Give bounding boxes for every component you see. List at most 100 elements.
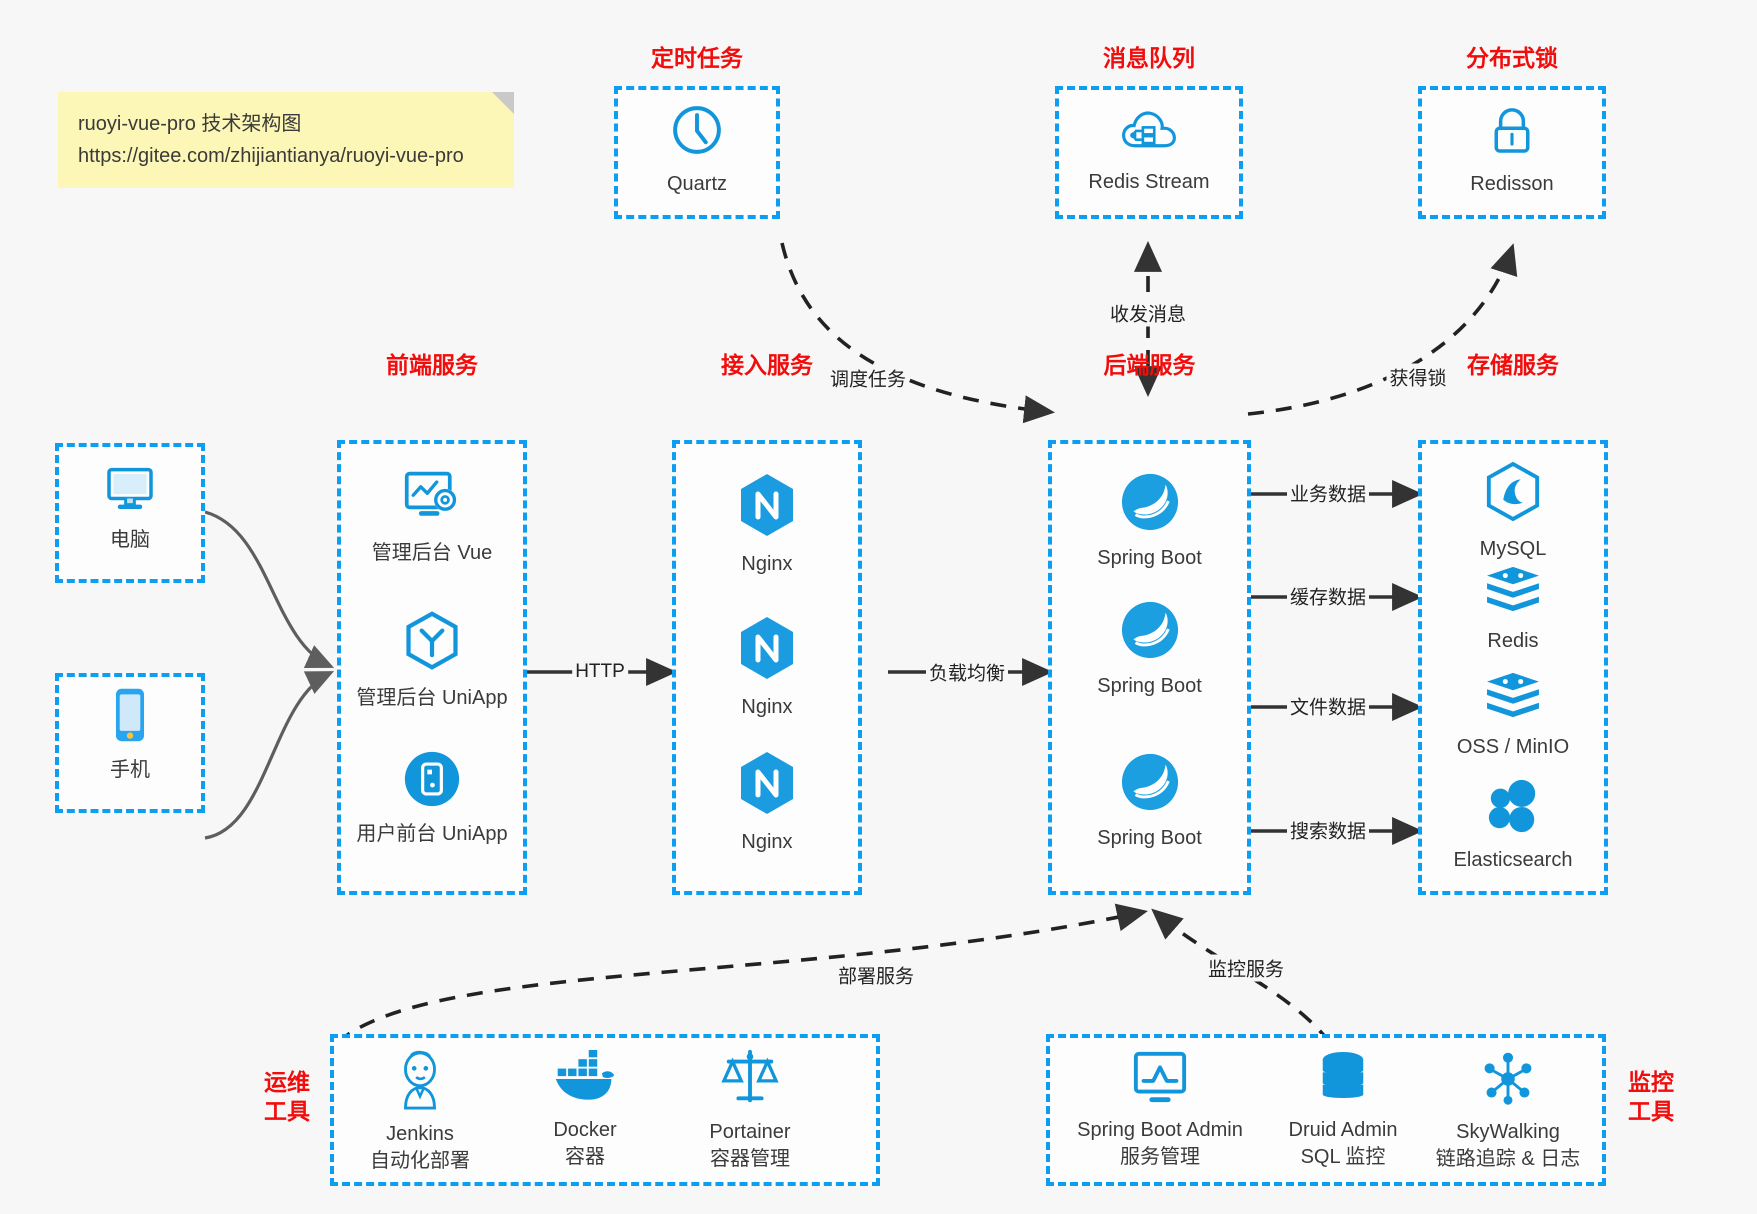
node-label: Elasticsearch: [1453, 849, 1573, 871]
node-label: SkyWalking: [1456, 1121, 1560, 1143]
node-spring-boot-2[interactable]: Spring Boot: [1048, 600, 1251, 699]
node-desktop[interactable]: 电脑: [55, 462, 205, 553]
redis-icon: [1484, 565, 1542, 620]
group-title-storage: 存储服务: [1467, 352, 1559, 378]
group-title-frontend: 前端服务: [386, 352, 478, 378]
node-sublabel: 服务管理: [1120, 1146, 1200, 1168]
node-label: Portainer: [709, 1121, 791, 1143]
group-title-mq: 消息队列: [1103, 45, 1195, 71]
edge-label-monitor-service: 监控服务: [1204, 954, 1288, 982]
spring-boot-icon: [1120, 472, 1180, 537]
node-label: Druid Admin: [1288, 1119, 1398, 1141]
edge-label-search-data: 搜索数据: [1286, 816, 1370, 844]
group-box-mobile-client: [55, 673, 205, 813]
note-line-title: ruoyi-vue-pro 技术架构图: [78, 113, 302, 135]
portainer-scales-icon: [719, 1048, 781, 1113]
sticky-note: ruoyi-vue-pro 技术架构图 https://gitee.com/zh…: [58, 92, 514, 188]
edge-desktop-to-frontend: [204, 510, 335, 668]
node-label: 用户前台 UniApp: [356, 823, 508, 845]
note-fold-corner: [492, 92, 514, 114]
node-admin-vue[interactable]: 管理后台 Vue: [337, 469, 527, 566]
edge-acquire-lock: [1247, 243, 1518, 416]
node-skywalking[interactable]: SkyWalking 链路追踪 & 日志: [1413, 1050, 1603, 1173]
node-label: Jenkins: [386, 1123, 454, 1145]
oss-minio-icon: [1484, 671, 1542, 726]
node-label: Nginx: [741, 553, 793, 575]
nginx-icon: [737, 615, 797, 686]
edge-label-cache-data: 缓存数据: [1286, 582, 1370, 610]
clock-icon: [669, 102, 725, 163]
node-label: 手机: [110, 759, 150, 781]
node-oss-minio[interactable]: OSS / MinIO: [1418, 671, 1608, 760]
node-docker[interactable]: Docker 容器: [505, 1049, 665, 1171]
edge-label-deploy-service: 部署服务: [834, 961, 918, 989]
node-sublabel: SQL 监控: [1300, 1146, 1386, 1168]
mysql-icon: [1484, 461, 1542, 528]
node-sublabel: 自动化部署: [370, 1150, 470, 1172]
group-title-scheduler: 定时任务: [651, 45, 743, 71]
cloud-network-icon: [1121, 104, 1177, 161]
elasticsearch-icon: [1484, 778, 1542, 839]
node-spring-boot-1[interactable]: Spring Boot: [1048, 472, 1251, 571]
edge-schedule-task: [780, 242, 1056, 424]
group-title-monitor: 监控 工具: [1616, 1068, 1686, 1126]
node-label: Spring Boot: [1097, 827, 1202, 849]
note-line-url: https://gitee.com/zhijiantianya/ruoyi-vu…: [78, 145, 464, 167]
mobile-phone-icon: [109, 686, 151, 749]
edge-label-load-balance: 负载均衡: [925, 658, 1009, 686]
node-label: 管理后台 UniApp: [356, 687, 508, 709]
node-admin-uniapp[interactable]: 管理后台 UniApp: [337, 610, 527, 711]
node-redisson[interactable]: Redisson: [1418, 102, 1606, 197]
node-label: Quartz: [666, 173, 728, 195]
node-nginx-3[interactable]: Nginx: [672, 750, 862, 855]
node-spring-boot-3[interactable]: Spring Boot: [1048, 752, 1251, 851]
node-mobile[interactable]: 手机: [55, 686, 205, 783]
node-sublabel: 容器: [565, 1146, 605, 1168]
admin-dashboard-icon: [401, 469, 463, 532]
node-jenkins[interactable]: Jenkins 自动化部署: [340, 1048, 500, 1175]
monitor-title-line2: 工具: [1628, 1097, 1674, 1124]
node-sublabel: 容器管理: [710, 1148, 790, 1170]
node-label: Spring Boot: [1097, 675, 1202, 697]
group-box-mq: [1055, 86, 1243, 219]
nginx-icon: [737, 472, 797, 543]
node-label: 电脑: [110, 529, 150, 551]
nginx-icon: [737, 750, 797, 821]
group-box-devops: [330, 1034, 880, 1186]
jenkins-icon: [390, 1048, 450, 1115]
group-title-lock: 分布式锁: [1466, 45, 1558, 71]
mobile-app-circle-icon: [403, 750, 461, 813]
group-box-desktop-client: [55, 443, 205, 583]
desktop-computer-icon: [102, 462, 158, 519]
node-label: 管理后台 Vue: [371, 542, 493, 564]
node-quartz[interactable]: Quartz: [614, 102, 780, 197]
node-label: Redis Stream: [1088, 171, 1210, 193]
node-label: Spring Boot Admin: [1077, 1119, 1243, 1141]
database-stack-icon: [1316, 1050, 1370, 1111]
node-druid-admin[interactable]: Druid Admin SQL 监控: [1253, 1050, 1433, 1171]
node-redis-stream[interactable]: Redis Stream: [1055, 104, 1243, 195]
node-label: Redis: [1487, 630, 1539, 652]
node-mysql[interactable]: MySQL: [1418, 461, 1608, 562]
edge-label-send-receive-message: 收发消息: [1106, 299, 1190, 327]
edge-label-file-data: 文件数据: [1286, 692, 1370, 720]
node-redis[interactable]: Redis: [1418, 565, 1608, 654]
node-sublabel: 链路追踪 & 日志: [1435, 1148, 1581, 1170]
node-elasticsearch[interactable]: Elasticsearch: [1418, 778, 1608, 873]
node-nginx-1[interactable]: Nginx: [672, 472, 862, 577]
uniapp-cube-icon: [402, 610, 462, 677]
node-label: Spring Boot: [1097, 547, 1202, 569]
group-title-backend: 后端服务: [1103, 352, 1196, 378]
edge-label-business-data: 业务数据: [1286, 479, 1370, 507]
node-spring-boot-admin[interactable]: Spring Boot Admin 服务管理: [1055, 1050, 1265, 1171]
node-nginx-2[interactable]: Nginx: [672, 615, 862, 720]
devops-title-line2: 工具: [264, 1097, 310, 1124]
node-label: Nginx: [741, 696, 793, 718]
node-user-uniapp[interactable]: 用户前台 UniApp: [337, 750, 527, 847]
spring-boot-icon: [1120, 752, 1180, 817]
edge-label-acquire-lock: 获得锁: [1386, 363, 1450, 391]
edge-mobile-to-frontend: [204, 671, 335, 840]
node-portainer[interactable]: Portainer 容器管理: [670, 1048, 830, 1173]
docker-icon: [553, 1049, 617, 1111]
node-label: Docker: [553, 1119, 617, 1141]
